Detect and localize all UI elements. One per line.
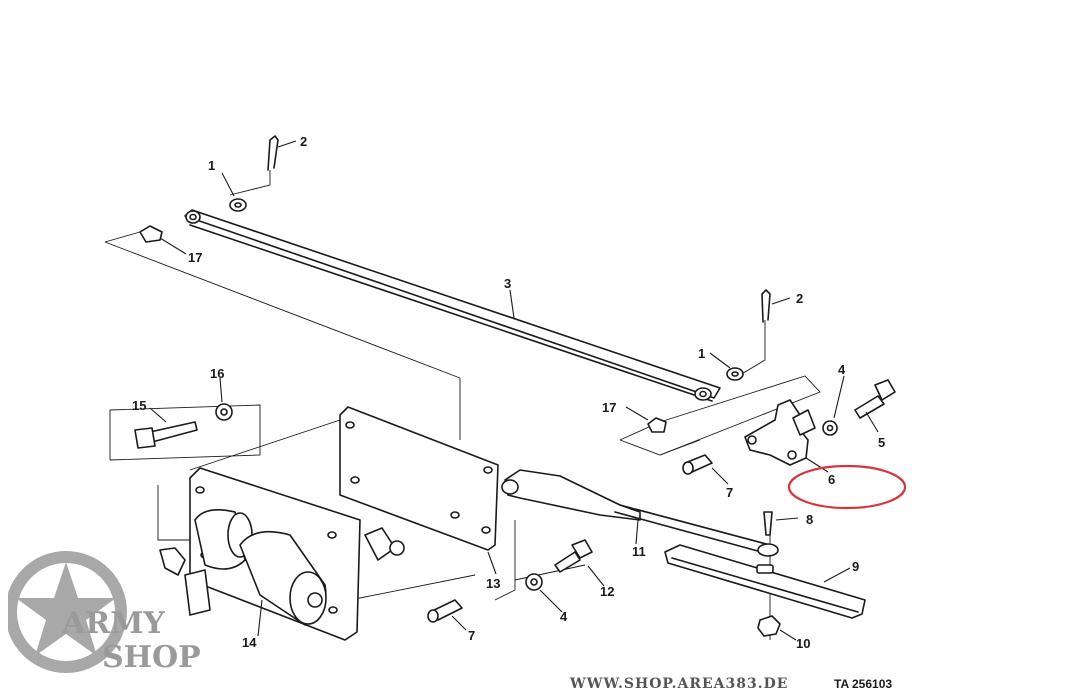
- pin-7b: [427, 599, 463, 623]
- callout-2a: 2: [300, 134, 307, 149]
- callout-5: 5: [878, 435, 885, 450]
- callout-9: 9: [852, 559, 859, 574]
- wiper-arm: [501, 469, 779, 557]
- callout-labels: 1 2 3 17 1 2 17 4 5 6 7 8 9 10 11 12 4 1…: [132, 134, 885, 651]
- footer-url: WWW.SHOP.AREA383.DE: [570, 676, 789, 692]
- callout-15: 15: [132, 398, 146, 413]
- logo-text-army: ARMY: [62, 606, 165, 641]
- bolt-5: [854, 379, 896, 419]
- wiper-blade: [664, 544, 866, 619]
- leader-lines: [149, 140, 879, 641]
- callout-1a: 1: [208, 158, 215, 173]
- cotter-pin-2a: [267, 135, 279, 171]
- callout-4b: 4: [560, 609, 568, 624]
- lock-washer-16: [215, 403, 233, 421]
- callout-6: 6: [828, 472, 835, 487]
- callout-16: 16: [210, 366, 224, 381]
- linkage-bar: [184, 209, 721, 402]
- callout-4a: 4: [838, 362, 846, 377]
- figure-reference: TA 256103: [834, 677, 893, 691]
- pin-7a: [682, 454, 713, 475]
- nut-10: [757, 615, 781, 637]
- bolt-15: [134, 421, 198, 449]
- wiper-motor: [159, 467, 405, 641]
- callout-7a: 7: [726, 485, 733, 500]
- alignment-lines: [104, 170, 821, 640]
- logo-ring: [8, 551, 127, 673]
- crank-lever: [744, 399, 816, 466]
- callout-1b: 1: [698, 346, 705, 361]
- logo-text-shop: SHOP: [102, 640, 201, 675]
- callout-7b: 7: [468, 628, 475, 643]
- callout-17b: 17: [602, 400, 616, 415]
- lock-washer-4a: [822, 420, 838, 436]
- callout-2b: 2: [796, 291, 803, 306]
- callout-13: 13: [486, 576, 500, 591]
- washer-1a: [229, 198, 247, 212]
- washer-1b: [726, 367, 744, 381]
- callout-3: 3: [504, 276, 511, 291]
- callout-14: 14: [242, 635, 257, 650]
- mounting-plate: [339, 406, 499, 551]
- bolt-12: [554, 539, 593, 573]
- callout-12: 12: [600, 584, 614, 599]
- spacer-17a: [139, 225, 163, 243]
- spacer-17b: [647, 417, 667, 433]
- screw-8: [763, 511, 773, 536]
- callout-8: 8: [806, 512, 813, 527]
- army-shop-logo: [8, 551, 127, 673]
- callout-11: 11: [632, 544, 646, 559]
- cotter-pin-2b: [761, 289, 771, 323]
- callout-17a: 17: [188, 250, 202, 265]
- lock-washer-4b: [525, 573, 543, 591]
- star-icon: [16, 562, 116, 656]
- highlight-ellipse: [787, 464, 907, 510]
- callout-10: 10: [796, 636, 810, 651]
